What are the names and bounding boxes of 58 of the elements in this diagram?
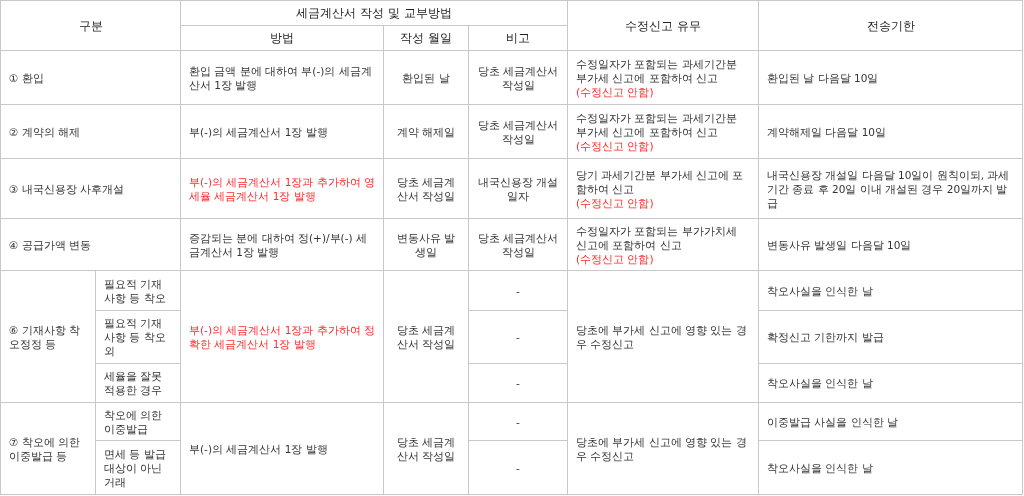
cell-text: 수정일자가 포함되는 부가가치세 신고에 포함하여 신고 — [576, 223, 738, 252]
cell-text: 계약 해제일 — [396, 124, 456, 139]
header-text: 전송기한 — [866, 17, 915, 35]
cell-text: ② 계약의 해제 — [9, 124, 81, 139]
cell-text: 당초에 부가세 신고에 영향 있는 경우 수정신고 — [576, 322, 748, 351]
cell-text: (수정신고 안함) — [576, 138, 654, 153]
cell-text: 계약해제일 다음달 10일 — [767, 124, 887, 139]
cell-text: 필요적 기재 사항 등 착오외 — [104, 316, 167, 358]
header-text: 비고 — [506, 30, 530, 47]
cell-text: ① 환입 — [9, 70, 44, 85]
cell-text: 변동사유 발생일 — [395, 230, 457, 259]
cell-text: (수정신고 안함) — [576, 84, 654, 99]
cell-text: 당초에 부가세 신고에 영향 있는 경우 수정신고 — [576, 434, 748, 463]
cell-text: 부(-)의 세금계산서 1장과 추가하여 영세율 세금계산서 1장 발행 — [189, 174, 375, 203]
cell-text: 당초 세금계산서 작성일 — [395, 174, 457, 203]
header-text: 세금계산서 작성 및 교부방법 — [296, 5, 452, 22]
cell-text: 착오사실을 인식한 날 — [767, 376, 873, 390]
header-text: 수정신고 유무 — [625, 17, 701, 35]
cell-text: - — [516, 283, 520, 298]
cell-text: 부(-)의 세금계산서 1장 발행 — [189, 124, 328, 139]
cell-text: ③ 내국신용장 사후개설 — [9, 181, 125, 196]
cell-text: - — [516, 460, 520, 475]
cell-text: 착오사실을 인식한 날 — [767, 460, 873, 475]
header-text: 구분 — [78, 17, 103, 35]
cell-text: 착오사실을 인식한 날 — [767, 283, 873, 298]
cell-text: - — [516, 414, 520, 429]
cell-text: (수정신고 안함) — [576, 251, 654, 266]
cell-text: 이중발급 사실을 인식한 날 — [767, 414, 898, 429]
cell-text: - — [516, 330, 520, 344]
cell-text: ④ 공급가액 변동 — [9, 237, 92, 252]
cell-text: 내국신용장 개설일 다음달 10일이 원칙이되, 과세기간 종료 후 20일 이내 개설된 경우 20일까지 발급 — [767, 167, 1011, 210]
cell-text: - — [516, 376, 520, 390]
cell-text: 당초 세금계산서 작성일 — [395, 434, 457, 463]
cell-text: 환입 금액 분에 대하여 부(-)의 세금계산서 1장 발행 — [189, 63, 373, 92]
cell-text: 내국신용장 개설일자 — [477, 174, 559, 203]
cell-text: 환입된 날 다음달 10일 — [767, 70, 879, 85]
cell-text: (수정신고 안함) — [576, 195, 654, 210]
cell-text: 확정신고 기한까지 발급 — [767, 330, 884, 344]
cell-text: ⑦ 착오에 의한 이중발급 등 — [9, 434, 82, 463]
cell-text: 수정일자가 포함되는 과세기간분 부가세 신고에 포함하여 신고 — [576, 110, 738, 139]
cell-text: ⑥ 기재사항 착오정정 등 — [9, 322, 82, 351]
cell-text: 환입된 날 — [402, 70, 450, 85]
cell-text: 당초 세금계산서 작성일 — [477, 230, 559, 259]
header-text: 방법 — [270, 30, 294, 47]
header-text: 작성 월일 — [400, 30, 452, 47]
cell-text: 당기 과세기간분 부가세 신고에 포함하여 신고 — [576, 167, 745, 196]
cell-text: 수정일자가 포함되는 과세기간분 부가세 신고에 포함하여 신고 — [576, 56, 738, 85]
cell-text: 변동사유 발생일 다음달 10일 — [767, 237, 912, 252]
cell-text: 면세 등 발급대상이 아닌 거래 — [104, 446, 167, 489]
cell-text: 당초 세금계산서 작성일 — [477, 63, 559, 92]
cell-text: 부(-)의 세금계산서 1장 발행 — [189, 441, 328, 456]
cell-text: 부(-)의 세금계산서 1장과 추가하여 정확한 세금계산서 1장 발행 — [189, 322, 375, 351]
cell-text: 착오에 의한 이중발급 — [104, 407, 164, 436]
cell-text: 당초 세금계산서 작성일 — [395, 322, 457, 351]
cell-text: 필요적 기재 사항 등 착오 — [104, 276, 167, 305]
cell-text: 당초 세금계산서 작성일 — [477, 117, 559, 146]
cell-text: 세율을 잘못 적용한 경우 — [104, 369, 164, 397]
cell-text: 증감되는 분에 대하여 정(+)/부(-) 세금계산서 1장 발행 — [189, 230, 368, 259]
